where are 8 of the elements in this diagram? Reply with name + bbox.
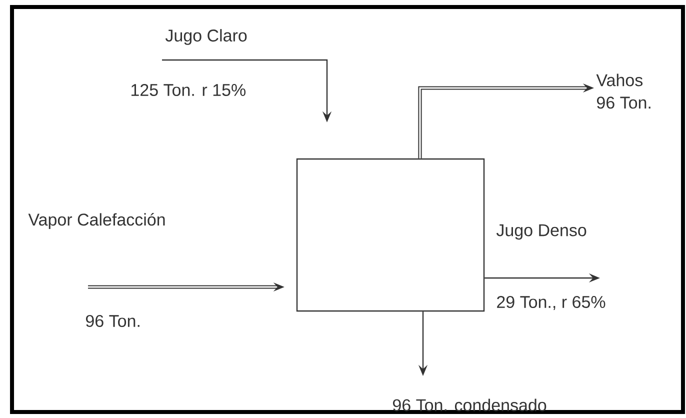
stream-label: 96 Ton. xyxy=(597,96,650,109)
evaporator-box xyxy=(296,158,485,312)
stream-label: Vahos xyxy=(596,74,643,86)
stream-label: 125 Ton. r 15% xyxy=(132,84,246,96)
stream-label: 96 Ton. condensado xyxy=(393,398,546,412)
stream-label: Vapor Calefacción xyxy=(28,212,165,230)
stream-label: 96 Ton. xyxy=(86,314,140,328)
stream-label: Jugo Claro xyxy=(165,29,247,45)
